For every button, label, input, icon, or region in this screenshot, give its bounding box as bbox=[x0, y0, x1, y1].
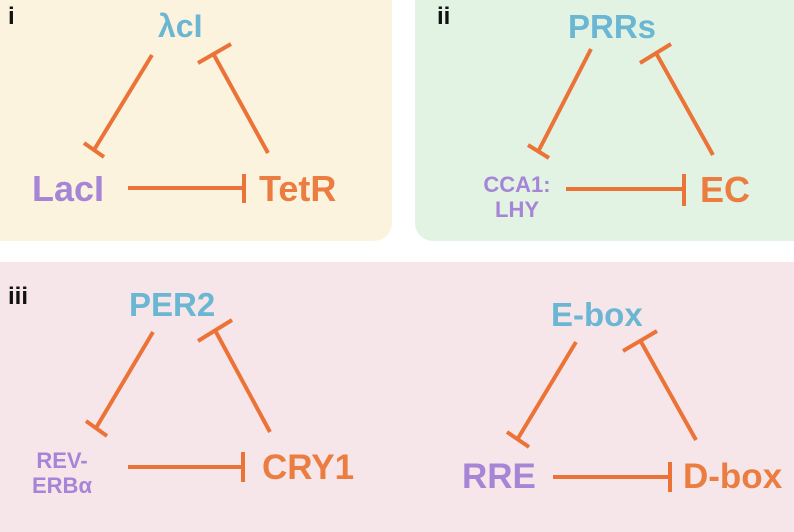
panel-label-i: i bbox=[8, 3, 15, 30]
node-tetr: TetR bbox=[259, 168, 337, 209]
arrow-iiia-top-to-left-bar bbox=[84, 419, 109, 438]
arrow-iiib-right-to-top bbox=[638, 339, 698, 441]
node-cca1-line1: CCA1: bbox=[483, 172, 551, 197]
node-per2: PER2 bbox=[129, 286, 216, 323]
panel-ii bbox=[415, 0, 794, 241]
node-prrs: PRRs bbox=[568, 8, 657, 45]
node-rev-erb: REV- ERBα bbox=[22, 448, 102, 499]
arrow-i-right-to-top bbox=[212, 54, 270, 154]
node-d-box: D-box bbox=[683, 457, 783, 496]
node-laci: LacI bbox=[32, 168, 105, 209]
node-e-box: E-box bbox=[551, 296, 643, 333]
arrow-ii-right-to-top bbox=[654, 52, 715, 156]
node-cca1-line2: LHY bbox=[495, 197, 539, 223]
node-rev-erb-line1: REV- bbox=[36, 448, 88, 473]
node-rev-erb-line2: ERBα bbox=[32, 473, 92, 499]
arrow-ii-top-to-left bbox=[537, 48, 593, 151]
node-cry1: CRY1 bbox=[262, 448, 355, 487]
arrow-i-top-to-left bbox=[92, 53, 154, 152]
arrow-iiib-right-to-top-bar bbox=[621, 329, 659, 353]
arrow-iiia-right-to-top-bar bbox=[196, 318, 234, 343]
arrow-ii-right-to-top-bar bbox=[638, 42, 673, 65]
arrow-ii-top-to-left-bar bbox=[526, 143, 551, 160]
arrow-iiia-top-to-left bbox=[94, 330, 155, 430]
panel-i bbox=[0, 0, 392, 241]
arrow-iiib-top-to-left-bar bbox=[505, 430, 531, 449]
node-cca1-lhy: CCA1: LHY bbox=[472, 172, 562, 223]
inhibition-arrows bbox=[82, 42, 715, 492]
panel-iii bbox=[0, 262, 794, 532]
arrow-iiia-right-to-top bbox=[214, 331, 272, 433]
node-lambda-ci: λcI bbox=[158, 8, 203, 44]
arrow-i-right-to-top-bar bbox=[197, 42, 232, 65]
arrow-iiib-top-to-left bbox=[515, 340, 578, 442]
panel-label-ii: ii bbox=[437, 3, 451, 30]
node-ec: EC bbox=[700, 169, 751, 210]
arrow-i-top-to-left-bar bbox=[82, 141, 106, 159]
node-rre: RRE bbox=[462, 457, 536, 496]
panel-label-iii: iii bbox=[8, 283, 29, 310]
